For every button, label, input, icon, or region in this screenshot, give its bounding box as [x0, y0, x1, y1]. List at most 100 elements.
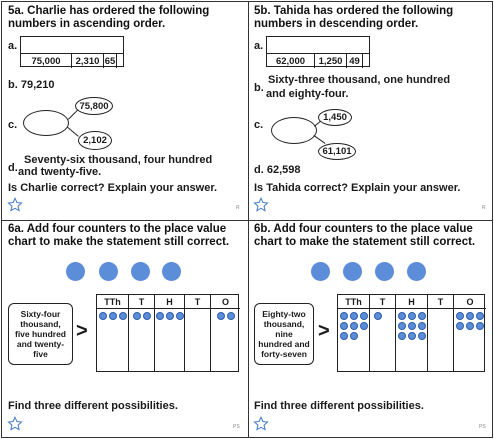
q5b-a-cell: 49 — [347, 54, 363, 68]
place-value-counter — [418, 322, 426, 330]
place-value-counter — [217, 312, 225, 320]
place-value-counter — [340, 312, 348, 320]
place-value-counter — [398, 312, 406, 320]
pv-header: H — [396, 295, 428, 309]
place-value-counter — [456, 312, 464, 320]
place-value-counter — [456, 322, 464, 330]
place-value-counter — [374, 312, 382, 320]
pv-header: H — [155, 295, 185, 309]
pv-header: T — [370, 295, 396, 309]
place-value-counter — [340, 332, 348, 340]
q6a-word: thousand, — [20, 319, 61, 329]
pv-column[interactable] — [211, 309, 240, 371]
star-icon — [7, 197, 23, 212]
q5a-title-1: 5a. Charlie has ordered the following — [8, 5, 210, 17]
q5b-title-2: numbers in descending order. — [254, 18, 419, 30]
q5a-a-cell: 2,310 — [72, 54, 104, 68]
q6b-tag: PS — [479, 424, 486, 430]
pv-column[interactable] — [185, 309, 211, 371]
q5a-d-line-1: Seventy-six thousand, four hundred — [24, 154, 213, 166]
place-value-counter — [176, 312, 184, 320]
place-value-counter — [466, 312, 474, 320]
vertical-divider — [248, 2, 249, 437]
place-value-counter — [476, 312, 484, 320]
q5b-a-label: a. — [254, 40, 264, 52]
q5a-a-cell: 65 — [104, 54, 117, 68]
q5a-c-bubble: 75,800 — [75, 97, 113, 115]
q5a-tag: R — [236, 205, 240, 211]
q5a-b-label: b. 79,210 — [8, 79, 55, 91]
star-icon — [253, 197, 269, 212]
pv-header: T — [129, 295, 155, 309]
place-value-counter — [227, 312, 235, 320]
pv-header: TTh — [97, 295, 129, 309]
counter-token[interactable] — [375, 262, 394, 281]
q5a-c-bubble: 2,102 — [78, 131, 112, 150]
q5a-a-label: a. — [8, 40, 18, 52]
q5b-a-row: 62,000 1,250 49 — [267, 53, 369, 68]
q6a-title-2: chart to make the statement still correc… — [8, 236, 230, 248]
place-value-counter — [476, 322, 484, 330]
place-value-counter — [466, 322, 474, 330]
counter-token[interactable] — [131, 262, 150, 281]
q6b-place-value-chart[interactable]: TTh T H T O — [337, 294, 486, 372]
place-value-counter — [418, 312, 426, 320]
q6b-word: Eighty-two — [262, 309, 306, 319]
place-value-counter — [350, 312, 358, 320]
q5b-tag: R — [482, 205, 486, 211]
q5b-c-bubble: 61,101 — [318, 143, 356, 160]
q6a-title-1: 6a. Add four counters to the place value — [8, 223, 227, 235]
counter-token[interactable] — [162, 262, 181, 281]
pv-column[interactable] — [396, 309, 428, 371]
q6b-word: nine — [275, 329, 293, 339]
q5a-c-label: c. — [8, 119, 18, 131]
q6b-prompt: Find three different possibilities. — [254, 400, 424, 412]
q6b-title-1: 6b. Add four counters to the place value — [254, 223, 473, 235]
pv-column[interactable] — [454, 309, 486, 371]
q6b-word: thousand, — [263, 319, 305, 329]
q6a-word: and twenty- — [16, 339, 65, 349]
q6b-title-2: chart to make the statement still correc… — [254, 236, 476, 248]
counter-token[interactable] — [343, 262, 362, 281]
place-value-counter — [398, 332, 406, 340]
pv-column[interactable] — [370, 309, 396, 371]
counter-token[interactable] — [99, 262, 118, 281]
pv-column[interactable] — [155, 309, 185, 371]
q5a-title-2: numbers in ascending order. — [8, 18, 166, 30]
place-value-counter — [360, 322, 368, 330]
counter-token[interactable] — [66, 262, 85, 281]
q6a-word: five — [33, 349, 48, 359]
counter-token[interactable] — [311, 262, 330, 281]
q5a-a-row: 75,000 2,310 65 — [21, 53, 123, 68]
pv-header: O — [454, 295, 486, 309]
place-value-counter — [133, 312, 141, 320]
q6a-tag: PS — [233, 424, 240, 430]
q5b-a-cell: 1,250 — [315, 54, 347, 68]
pv-header: TTh — [338, 295, 370, 309]
pv-header: T — [185, 295, 211, 309]
q6a-greater-than: > — [76, 320, 88, 342]
pv-column[interactable] — [428, 309, 454, 371]
place-value-counter — [340, 322, 348, 330]
q6b-word: forty-seven — [261, 349, 307, 359]
q6a-place-value-chart[interactable]: TTh T H T O — [96, 294, 240, 372]
q5b-question: Is Tahida correct? Explain your answer. — [254, 182, 461, 194]
q5b-b-line-1: Sixty-three thousand, one hundred — [268, 74, 451, 86]
q5b-b-line-2: and eighty-four. — [266, 88, 349, 100]
counter-token[interactable] — [407, 262, 426, 281]
place-value-counter — [350, 322, 358, 330]
place-value-counter — [360, 312, 368, 320]
horizontal-divider — [2, 220, 492, 221]
pv-column[interactable] — [338, 309, 370, 371]
q6a-word: Sixty-four — [20, 309, 61, 319]
q5b-c-label: c. — [254, 119, 264, 131]
star-icon — [7, 416, 23, 431]
pv-column[interactable] — [97, 309, 129, 371]
q6a-prompt: Find three different possibilities. — [8, 400, 178, 412]
pv-header: T — [428, 295, 454, 309]
q5b-d-label: d. 62,598 — [254, 164, 301, 176]
q5a-a-box: 75,000 2,310 65 — [20, 36, 124, 68]
pv-column[interactable] — [129, 309, 155, 371]
q5a-d-line-2: and twenty-five. — [18, 166, 102, 178]
